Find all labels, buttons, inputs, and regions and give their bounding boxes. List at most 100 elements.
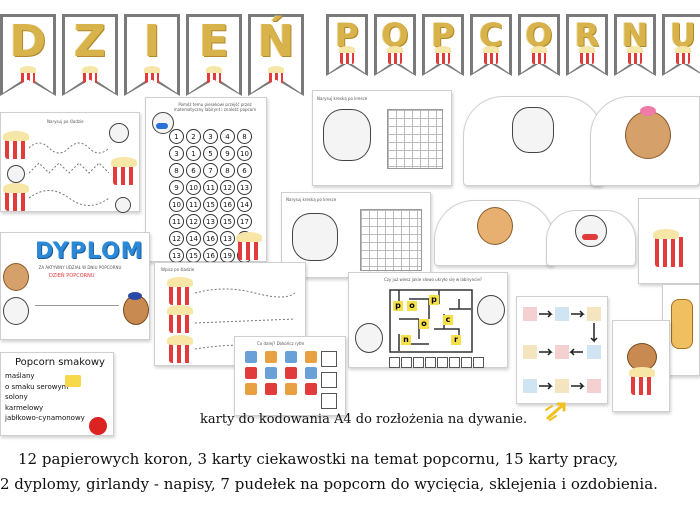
caption-line-2: 12 papierowych koron, 3 karty ciekawostk…	[18, 450, 619, 468]
maze-number: 13	[237, 180, 252, 195]
dog-marshall	[3, 297, 29, 325]
worksheet-title: Co dalej? Dokończ rytm	[257, 341, 305, 346]
diploma-subtitle: ZA AKTYWNY UDZIAŁ W DNIU POPCORNU	[38, 265, 122, 270]
drawing-grid	[360, 209, 422, 271]
worksheet-title: Narysuj po śladzie	[47, 119, 84, 124]
diploma-day: DZIEŃ POPCORNU	[49, 273, 95, 279]
maze-number: 4	[220, 129, 235, 144]
banner-letter: P	[431, 16, 455, 54]
dog-sketch	[477, 295, 505, 325]
maze-number: 10	[169, 197, 184, 212]
maze-number: 8	[169, 163, 184, 178]
maze-number: 3	[169, 146, 184, 161]
dog-skye	[3, 263, 29, 291]
bear-popcorn-card	[612, 320, 670, 412]
card-title: Popcorn smakowy	[15, 357, 105, 368]
worksheet-draw-grid-2: Narysuj kreską po kresce	[281, 192, 431, 278]
popcorn-box-icon	[167, 335, 193, 363]
banner-flag: O	[374, 14, 416, 76]
popcorn-box-icon	[483, 46, 499, 64]
maze-number: 10	[186, 180, 201, 195]
drawing-grid	[387, 109, 443, 169]
dog-character	[152, 112, 174, 134]
maze-number: 9	[169, 180, 184, 195]
maze-number: 12	[186, 214, 201, 229]
maze-number: 15	[203, 197, 218, 212]
maze-letter: c	[443, 315, 453, 325]
trace-lines	[29, 142, 109, 206]
dog-chase	[123, 292, 149, 325]
dog-character	[115, 197, 131, 213]
maze-letter: p	[429, 295, 439, 305]
dog-skye	[625, 106, 671, 159]
answer-boxes	[321, 351, 337, 409]
maze-number: 14	[237, 197, 252, 212]
maze-number: 1	[169, 129, 184, 144]
maze-letter: r	[451, 335, 461, 345]
dog-marshall	[575, 215, 607, 247]
signature-line	[35, 305, 119, 306]
maze-letter: n	[401, 335, 411, 345]
dog-character	[109, 123, 129, 143]
maze-number: 1	[186, 146, 201, 161]
popcorn-box-icon	[167, 277, 193, 305]
popcorn-box-icon	[236, 232, 262, 260]
popcorn-box-icon	[82, 66, 98, 84]
maze-letter: o	[419, 319, 429, 329]
worksheet-number-maze: Pomóż temu piesekowi przejść przez matem…	[145, 97, 267, 264]
maze-number: 16	[203, 231, 218, 246]
diploma-title: DYPLOM	[35, 239, 144, 264]
giraffe-icon	[671, 299, 693, 349]
coding-arrows	[523, 307, 601, 393]
banner-letter: Ń	[257, 16, 295, 67]
paper-crown	[434, 200, 554, 266]
worksheet-pattern: Co dalej? Dokończ rytm	[234, 336, 346, 416]
maze-number: 6	[237, 163, 252, 178]
paper-crown	[546, 210, 636, 266]
popcorn-box-icon	[627, 46, 643, 64]
maze-number: 13	[203, 214, 218, 229]
maze-number: 6	[186, 163, 201, 178]
popcorn-box-icon	[435, 46, 451, 64]
diploma: DYPLOM ZA AKTYWNY UDZIAŁ W DNIU POPCORNU…	[0, 232, 150, 340]
popcorn-box-icon	[144, 66, 160, 84]
maze-number: 14	[186, 231, 201, 246]
popcorn-box-icon	[629, 367, 655, 395]
popcorn-box-icon	[20, 66, 36, 84]
arrow-icon	[545, 402, 566, 421]
popcorn-box-icon	[531, 46, 547, 64]
popcorn-box-icon	[111, 157, 137, 185]
dog-sketch	[355, 323, 383, 353]
pattern-grid	[245, 351, 319, 395]
banner-flag: C	[470, 14, 512, 76]
banner-flag: N	[614, 14, 656, 76]
paper-crown	[590, 96, 700, 186]
maze-number: 13	[169, 248, 184, 263]
dog-skye-sketch	[323, 109, 371, 161]
popcorn-box-icon	[3, 183, 29, 211]
popcorn-box-icon	[653, 229, 687, 267]
maze-instruction: Pomóż temu piesekowi przejść przez matem…	[173, 102, 257, 112]
maze-number: 13	[220, 231, 235, 246]
maze-number: 7	[203, 163, 218, 178]
flavor-item: o smaku serowym	[5, 382, 69, 391]
maze-number: 8	[237, 129, 252, 144]
popcorn-box-cutout	[638, 198, 700, 284]
worksheet-draw-grid: Narysuj kreską po kresce	[312, 90, 452, 186]
banner-flag: P	[326, 14, 368, 76]
maze-question: Czy już wiesz jakie słowo ukryło się w l…	[383, 277, 483, 282]
popcorn-box-icon	[167, 305, 193, 333]
caption-line-3: 2 dyplomy, girlandy - napisy, 7 pudełek …	[0, 475, 658, 493]
maze-number: 5	[203, 146, 218, 161]
maze-number: 12	[169, 231, 184, 246]
dog-rubble	[477, 207, 513, 245]
apple-icon	[89, 417, 107, 435]
answer-boxes	[389, 357, 484, 368]
maze-number: 15	[186, 248, 201, 263]
maze-number: 11	[169, 214, 184, 229]
